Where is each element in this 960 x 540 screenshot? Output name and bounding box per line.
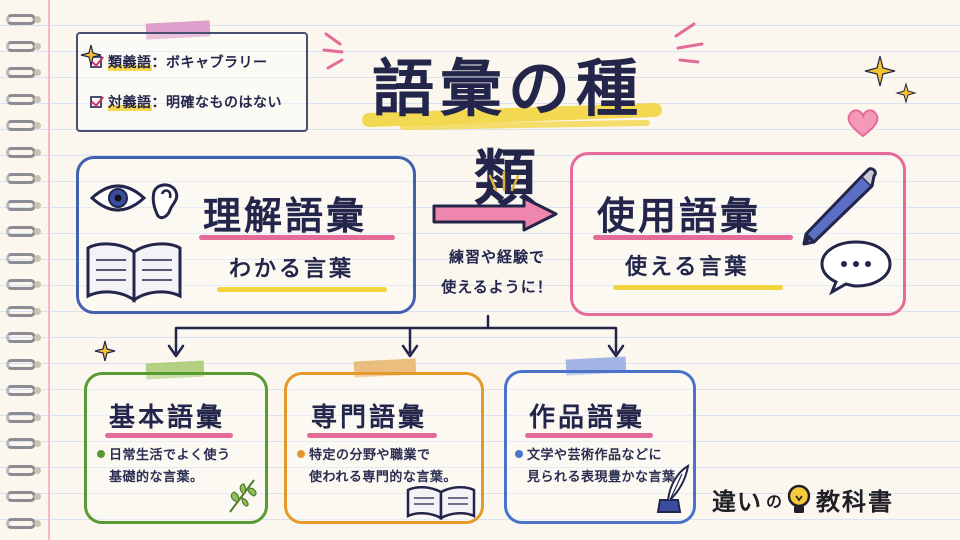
usage-vocab-box: 使用語彙 使える言葉 bbox=[570, 152, 906, 316]
open-book-icon bbox=[86, 242, 182, 303]
antonym-value: 明確なものはない bbox=[166, 95, 282, 111]
book-icon bbox=[406, 486, 476, 521]
logo-text-1: 違い bbox=[712, 488, 762, 516]
underline-pink bbox=[593, 235, 793, 240]
binding-hole bbox=[34, 69, 41, 76]
sparkle-icon bbox=[864, 55, 917, 104]
synonym-sep: ： bbox=[151, 55, 166, 71]
emphasis-marks-left bbox=[322, 32, 344, 70]
logo-text-3: 教科書 bbox=[816, 488, 895, 516]
binding-hole bbox=[34, 493, 41, 500]
understanding-vocab-box: 理解語彙 わかる言葉 bbox=[76, 156, 416, 314]
arrow-caption-line1: 練習や経験で bbox=[448, 248, 545, 266]
binding-hole bbox=[34, 387, 41, 394]
checkbox-icon bbox=[90, 96, 102, 108]
margin-line bbox=[48, 0, 50, 540]
work-desc-line2: 見られる表現豊かな言葉。 bbox=[527, 470, 690, 485]
sparkle-icon bbox=[94, 340, 116, 362]
sparkle-icon bbox=[80, 44, 102, 66]
logo-text-2: の bbox=[766, 491, 783, 511]
work-heading: 作品語彙 bbox=[529, 403, 646, 433]
basic-desc-line2: 基礎的な言葉。 bbox=[109, 470, 204, 485]
binding-hole bbox=[34, 16, 41, 23]
antonym-row: 対義語：明確なものはない bbox=[90, 92, 282, 112]
pencil-icon bbox=[802, 167, 877, 246]
underline-yellow bbox=[217, 287, 387, 292]
speech-bubble-icon bbox=[820, 240, 892, 296]
binding-hole bbox=[34, 122, 41, 129]
arrow-caption: 練習や経験で 使えるように！ bbox=[432, 242, 562, 302]
ink-quill-icon bbox=[656, 464, 690, 513]
basic-heading: 基本語彙 bbox=[109, 403, 226, 433]
ear-icon bbox=[151, 183, 179, 220]
basic-desc-line1: 日常生活でよく使う bbox=[109, 448, 231, 463]
synonym-row: 類義語：ボキャブラリー bbox=[90, 52, 268, 72]
emphasis-marks bbox=[488, 170, 520, 192]
special-description: 特定の分野や職業で 使われる専門的な言葉。 bbox=[297, 445, 457, 489]
binding-hole bbox=[34, 228, 41, 235]
binding-hole bbox=[34, 360, 41, 368]
binding-hole bbox=[34, 175, 41, 182]
understanding-sub: わかる言葉 bbox=[229, 257, 355, 282]
binding-hole bbox=[34, 148, 41, 156]
lightbulb-icon bbox=[787, 484, 811, 513]
emphasis-marks-right bbox=[674, 22, 704, 64]
heart-icon bbox=[847, 109, 879, 138]
special-desc-line1: 特定の分野や職業で bbox=[309, 448, 431, 463]
work-description: 文学や芸術作品などに 見られる表現豊かな言葉。 bbox=[515, 445, 689, 489]
arrow-caption-line2: 使えるように！ bbox=[441, 278, 553, 296]
binding-hole bbox=[34, 281, 41, 288]
synonym-value: ボキャブラリー bbox=[166, 55, 268, 71]
work-desc-line1: 文学や芸術作品などに bbox=[527, 448, 663, 463]
binding-hole bbox=[34, 42, 41, 50]
understanding-heading: 理解語彙 bbox=[203, 194, 368, 238]
binding-hole bbox=[34, 254, 41, 262]
basic-description: 日常生活でよく使う 基礎的な言葉。 bbox=[97, 445, 231, 489]
binding-hole bbox=[34, 466, 41, 474]
underline-pink bbox=[105, 433, 233, 438]
right-arrow-icon bbox=[432, 196, 558, 232]
leaf-icon bbox=[229, 479, 257, 513]
binding-hole bbox=[34, 307, 41, 315]
usage-sub: 使える言葉 bbox=[625, 255, 750, 280]
antonym-sep: ： bbox=[151, 95, 166, 111]
underline-pink bbox=[525, 433, 653, 438]
binding-hole bbox=[34, 413, 41, 421]
underline-pink bbox=[199, 235, 395, 240]
eye-icon bbox=[89, 184, 147, 212]
binding-hole bbox=[34, 519, 41, 527]
special-heading: 専門語彙 bbox=[311, 403, 428, 433]
synonym-box: 類義語：ボキャブラリー 対義語：明確なものはない bbox=[76, 32, 308, 132]
binding-hole bbox=[34, 95, 41, 103]
site-logo: 違い の 教科書 bbox=[712, 482, 894, 517]
underline-yellow bbox=[613, 285, 783, 290]
antonym-label: 対義語 bbox=[108, 95, 152, 111]
special-desc-line2: 使われる専門的な言葉。 bbox=[309, 470, 457, 485]
binding-hole bbox=[34, 334, 41, 341]
usage-heading: 使用語彙 bbox=[597, 194, 762, 238]
synonym-label: 類義語 bbox=[108, 55, 152, 71]
binding-hole bbox=[34, 440, 41, 447]
work-vocab-box: 作品語彙 文学や芸術作品などに 見られる表現豊かな言葉。 bbox=[504, 370, 696, 524]
binding-hole bbox=[34, 201, 41, 209]
underline-pink bbox=[307, 433, 437, 438]
spiral-binding bbox=[6, 8, 41, 538]
